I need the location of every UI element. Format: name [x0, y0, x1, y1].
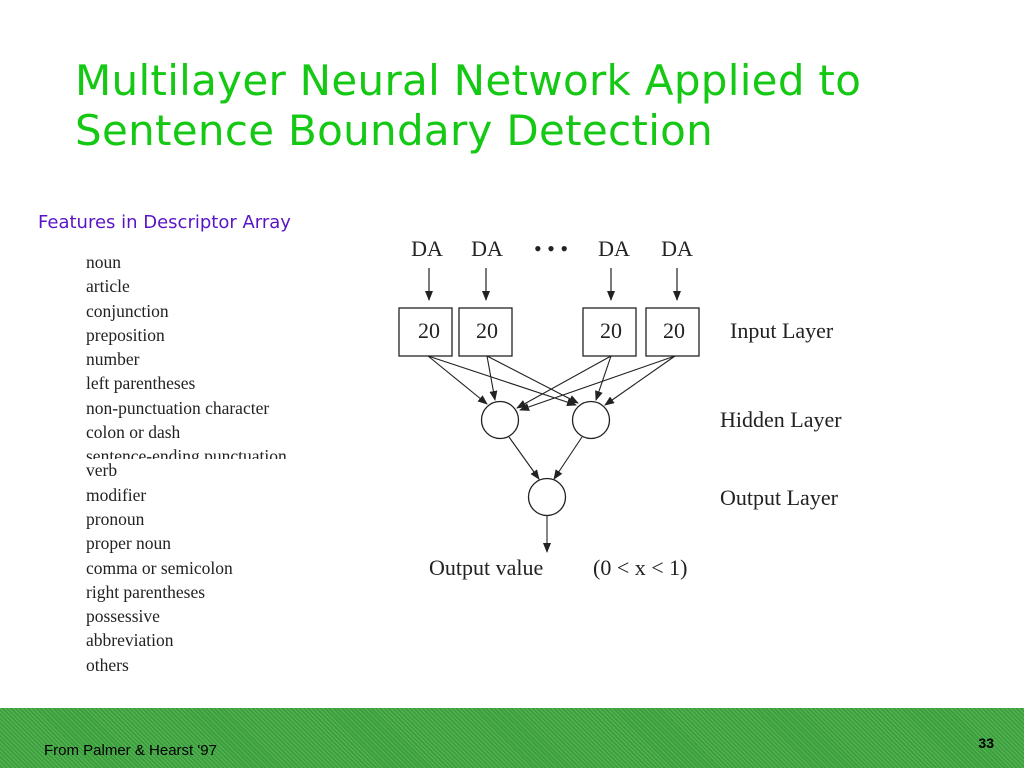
feature-item: possessive [86, 606, 160, 627]
input-hidden-connections [427, 355, 676, 411]
feature-list: noun article conjunction preposition num… [86, 251, 287, 678]
feature-item: others [86, 654, 129, 675]
feature-item: non-punctuation character [86, 397, 270, 418]
feature-item: comma or semicolon [86, 557, 233, 578]
da-label: DA [471, 236, 503, 261]
input-value: 20 [418, 318, 440, 343]
feature-item: sentence-ending punctuation [86, 446, 287, 460]
connection-arrow [427, 355, 577, 406]
da-label: DA [598, 236, 630, 261]
input-value: 20 [663, 318, 685, 343]
da-label: DA [411, 236, 443, 261]
feature-item: proper noun [86, 533, 172, 554]
feature-item: preposition [86, 324, 165, 345]
feature-item: left parentheses [86, 373, 196, 394]
footer-credit: From Palmer & Hearst '97 [44, 742, 217, 759]
da-arrows [425, 268, 681, 301]
output-value-label: Output value [429, 555, 543, 580]
neural-network-diagram: DA DA • • • DA DA 20 20 20 20 [398, 236, 842, 580]
feature-item: verb [86, 460, 118, 481]
connection-arrow [427, 355, 488, 405]
hidden-layer-label: Hidden Layer [720, 407, 842, 432]
connection-arrow [595, 355, 612, 401]
feature-item: article [86, 276, 130, 297]
output-node [527, 477, 567, 517]
title-line-2: Sentence Boundary Detection [75, 106, 714, 155]
footer-bar: From Palmer & Hearst '97 33 [0, 708, 1024, 768]
output-layer-label: Output Layer [720, 485, 839, 510]
input-box [645, 307, 700, 357]
da-label: DA [661, 236, 693, 261]
feature-item: pronoun [86, 508, 145, 529]
ellipsis-dots: • • • [534, 236, 568, 261]
input-box [398, 307, 453, 357]
input-box [458, 307, 513, 357]
input-value: 20 [600, 318, 622, 343]
slide-title: Multilayer Neural Network Applied to Sen… [75, 56, 975, 156]
hidden-node [480, 400, 520, 440]
input-value: 20 [476, 318, 498, 343]
feature-item: modifier [86, 484, 147, 505]
input-layer-label: Input Layer [730, 318, 834, 343]
features-subtitle: Features in Descriptor Array [38, 212, 291, 233]
feature-item: conjunction [86, 300, 169, 321]
feature-item: right parentheses [86, 581, 206, 602]
feature-item: abbreviation [86, 630, 174, 651]
connection-arrow [604, 355, 676, 406]
title-line-1: Multilayer Neural Network Applied to [75, 56, 862, 105]
feature-item: number [86, 349, 140, 370]
feature-item: noun [86, 252, 121, 272]
connection-arrow [486, 355, 498, 401]
connection-arrow [508, 436, 540, 480]
hidden-output-connections [508, 436, 583, 480]
feature-item: colon or dash [86, 422, 181, 443]
hidden-node [571, 400, 611, 440]
page-number: 33 [978, 735, 994, 751]
connection-arrow [553, 436, 583, 480]
input-box [582, 307, 637, 357]
connection-arrow [516, 355, 612, 409]
connection-arrow [519, 355, 676, 411]
output-range: (0 < x < 1) [593, 555, 687, 580]
